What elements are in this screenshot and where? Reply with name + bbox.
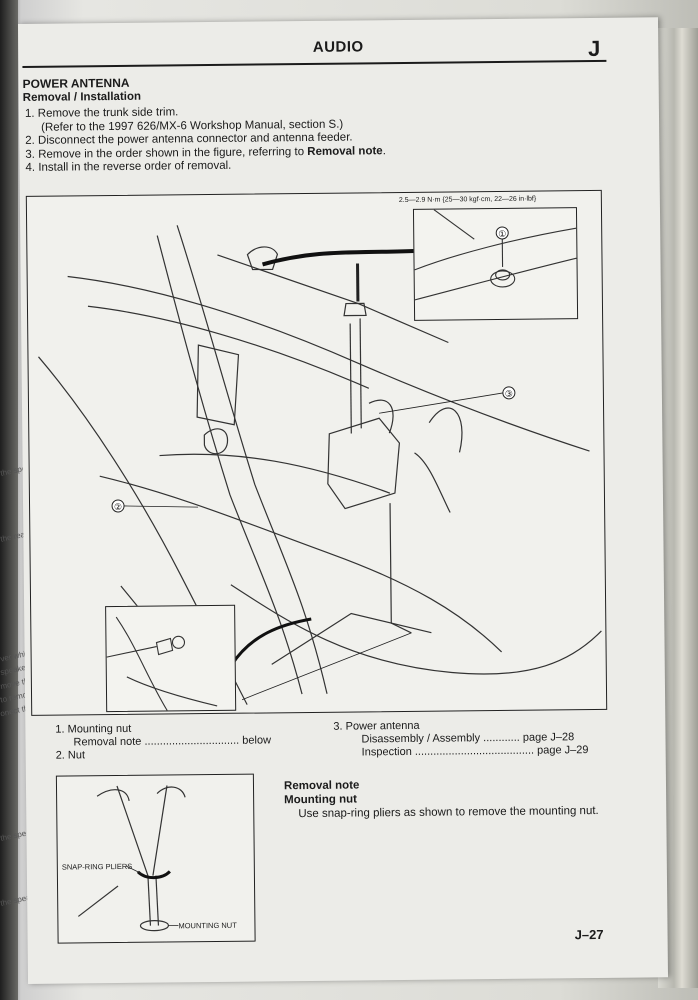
section-letter: J	[587, 35, 601, 62]
manual-page: AUDIO J POWER ANTENNA Removal / Installa…	[18, 17, 669, 984]
section-subtitle: Removal / Installation	[22, 90, 142, 104]
header-rule	[22, 59, 607, 68]
part-2: 2. Nut	[55, 749, 86, 762]
page-header-title: AUDIO	[312, 38, 364, 56]
torque-spec: 2.5—2.9 N·m {25—30 kgf·cm, 22—26 in·lbf}	[398, 195, 537, 205]
adjacent-page-bleed: the speake the rear spea ver which ha sp…	[0, 0, 48, 1000]
removal-note-ref: Removal note	[307, 144, 383, 158]
part-3-inspection: Inspection .............................…	[361, 744, 589, 759]
callout-2: ②	[114, 502, 122, 512]
step-4: 4. Install in the reverse order of remov…	[25, 159, 232, 174]
parts-list-left: 1. Mounting nut Removal note ...........…	[55, 721, 271, 762]
section-title: POWER ANTENNA	[22, 75, 130, 91]
removal-note-text: Use snap-ring pliers as shown to remove …	[298, 804, 599, 821]
callout-3: ③	[505, 389, 513, 399]
part-1-note: Removal note ...........................…	[73, 734, 272, 749]
connector-drawing	[106, 616, 218, 711]
page-number: J–27	[574, 926, 604, 943]
snap-ring-pliers-figure: SNAP-RING PLIERS MOUNTING NUT	[55, 773, 256, 944]
pliers-drawing	[77, 785, 186, 932]
label-snap-ring-pliers: SNAP-RING PLIERS	[61, 861, 133, 872]
connector-inset	[105, 604, 237, 713]
parts-list-right: 3. Power antenna Disassembly / Assembly …	[333, 718, 588, 760]
mounting-nut-inset: ①	[412, 207, 579, 321]
exploded-view-figure: ③ ② 2.5—2.9 N·m {25—30 kgf·cm, 22—26 in·…	[25, 189, 608, 716]
callout-1-circle	[495, 226, 509, 240]
inset-drawing: ①	[414, 209, 577, 301]
removal-note-block: Removal note Mounting nut Use snap-ring …	[284, 776, 614, 821]
procedure-steps: 1. Remove the trunk side trim. (Refer to…	[25, 104, 386, 175]
label-mounting-nut: MOUNTING NUT	[178, 920, 237, 931]
callout-1: ①	[498, 229, 506, 239]
antenna-line-drawing: ③ ②	[38, 225, 602, 705]
